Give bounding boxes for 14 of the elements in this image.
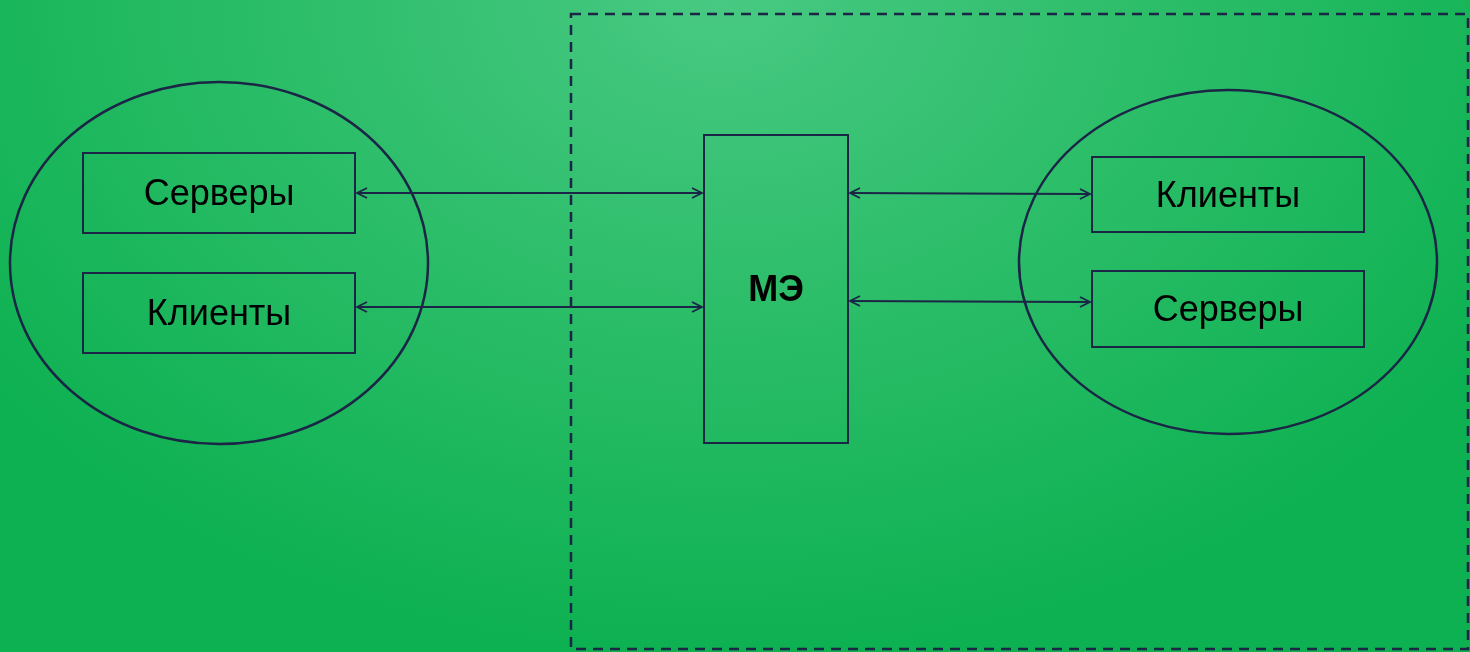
box-label: МЭ bbox=[748, 268, 804, 310]
component-box bbox=[1091, 270, 1365, 348]
double-arrow bbox=[356, 301, 703, 313]
box-label: Клиенты bbox=[146, 292, 292, 334]
box-label: Серверы bbox=[143, 172, 295, 214]
box-label: Клиенты bbox=[1155, 173, 1301, 216]
component-box bbox=[703, 134, 849, 444]
double-arrow bbox=[849, 187, 1091, 200]
component-box bbox=[82, 152, 356, 234]
component-box bbox=[82, 272, 356, 354]
double-arrow bbox=[849, 295, 1091, 308]
double-arrow bbox=[356, 187, 703, 199]
box-label: Серверы bbox=[1152, 288, 1304, 330]
component-box bbox=[1091, 156, 1365, 233]
